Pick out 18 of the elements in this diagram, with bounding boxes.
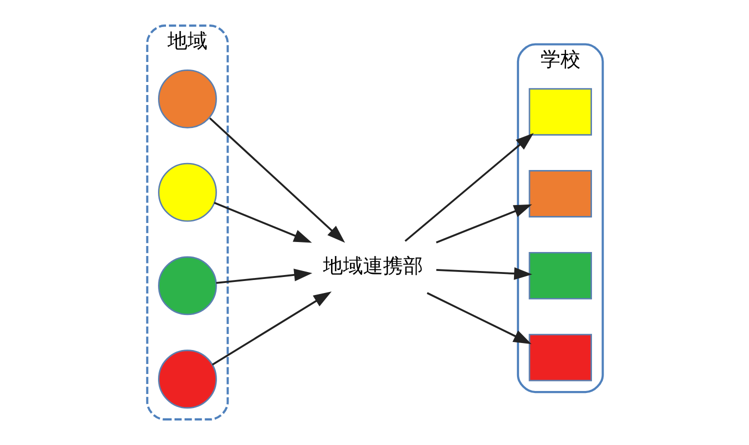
arrow	[426, 292, 532, 344]
node-circle	[158, 350, 216, 409]
node-circle	[158, 162, 216, 222]
cluster: 地域	[146, 24, 228, 420]
arrow	[208, 118, 345, 243]
arrow	[211, 291, 332, 366]
node-box	[528, 252, 592, 300]
arrow	[213, 202, 312, 243]
node-text: 地域連携部	[322, 253, 422, 278]
arrow	[435, 204, 532, 244]
node-box	[528, 334, 592, 382]
arrow	[436, 267, 532, 280]
arrow	[404, 133, 534, 242]
node-box	[528, 170, 592, 218]
node-box	[528, 88, 592, 136]
arrow	[216, 268, 312, 284]
node-circle	[158, 69, 216, 128]
node-circle	[158, 256, 216, 316]
